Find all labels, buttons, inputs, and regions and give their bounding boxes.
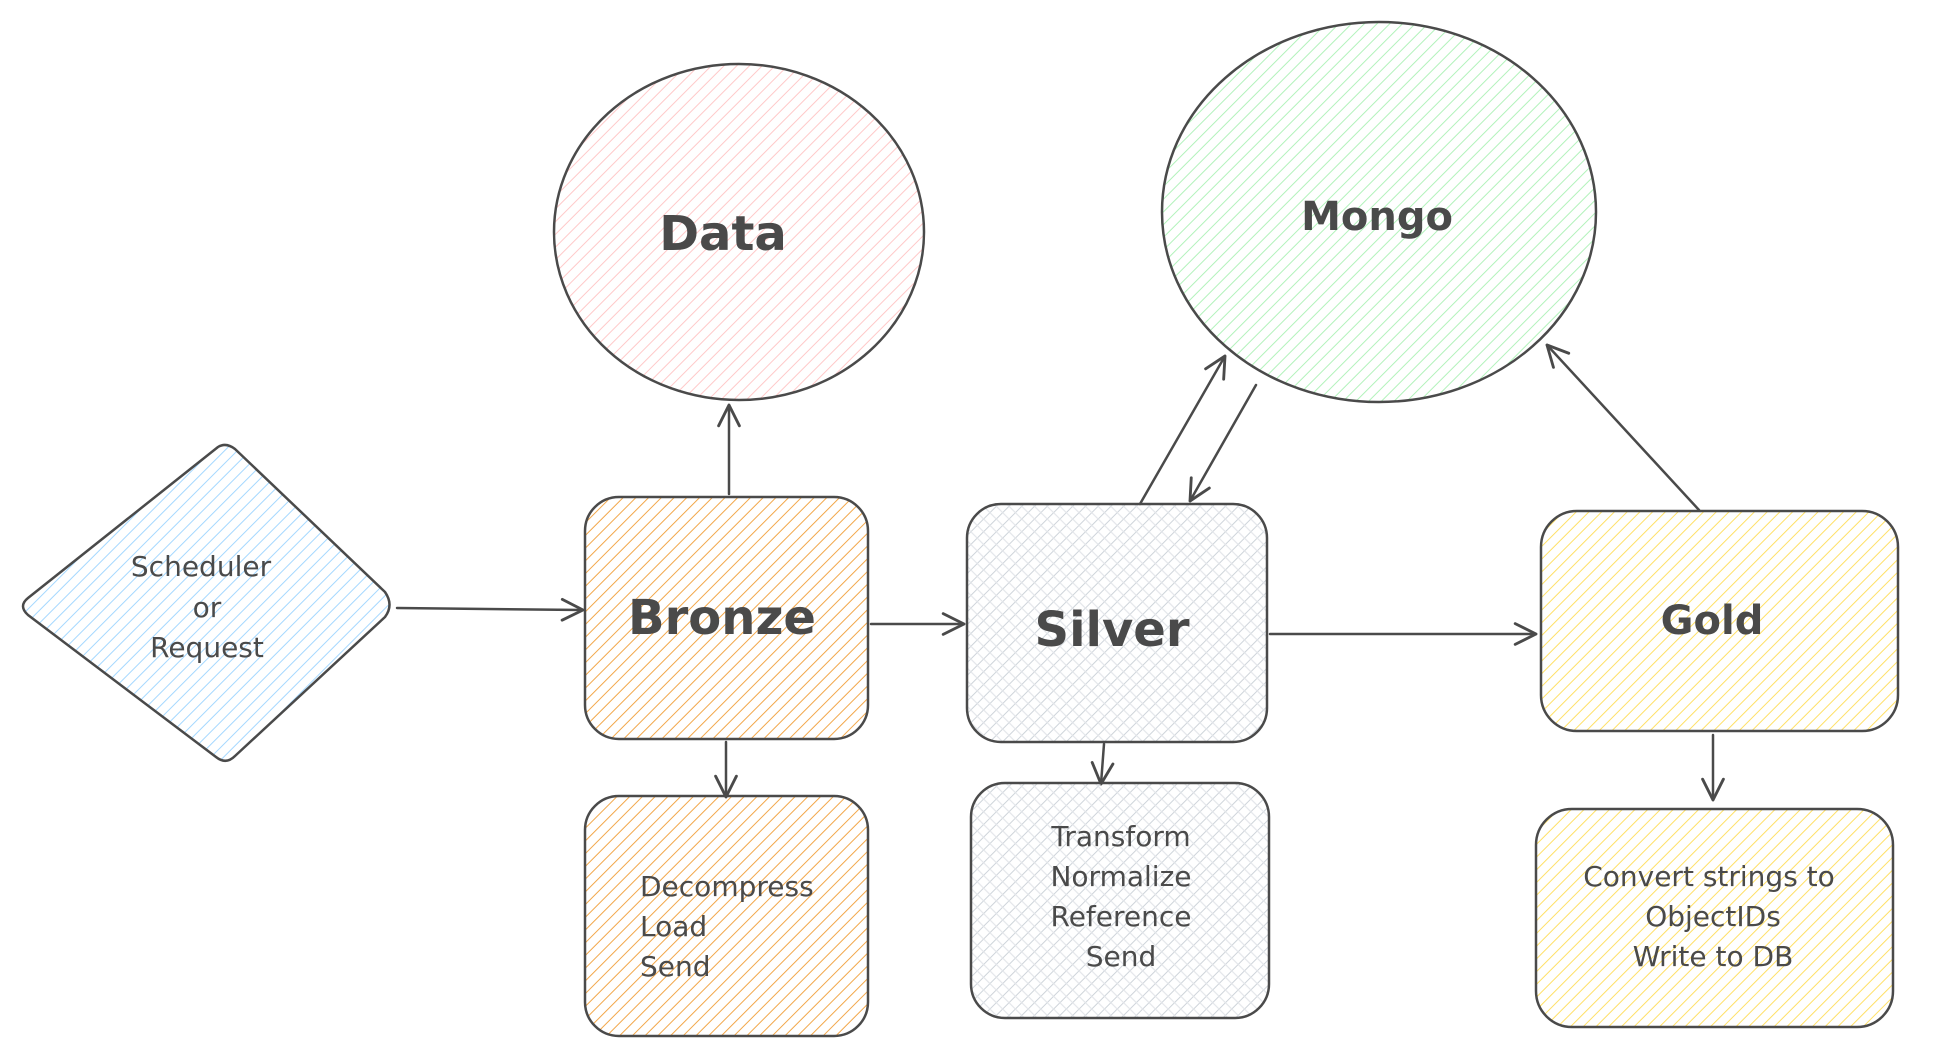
data-label: Data xyxy=(659,206,787,262)
silver-note-item: Normalize xyxy=(1050,860,1191,893)
trigger-label-line2: or xyxy=(193,591,222,624)
silver-note-item: Send xyxy=(1086,940,1157,973)
silver-label: Silver xyxy=(1035,602,1190,658)
connectors xyxy=(395,343,1725,802)
data-circle-outline xyxy=(552,62,926,402)
trigger-node[interactable]: Scheduler or Request xyxy=(21,443,391,762)
bronze-note-item: Decompress xyxy=(640,870,814,903)
bronze-node[interactable]: Bronze xyxy=(583,495,870,741)
arrow-gold-to-mongo xyxy=(1545,343,1701,512)
bronze-note-item: Load xyxy=(640,910,707,943)
silver-note-item: Transform xyxy=(1050,820,1190,853)
trigger-diamond-outline xyxy=(21,443,391,762)
arrow-mongo-to-silver xyxy=(1188,383,1258,503)
mongo-circle-shape xyxy=(1162,22,1596,402)
trigger-diamond-shape xyxy=(23,444,390,761)
silver-notes-shape xyxy=(971,783,1269,1018)
mongo-label: Mongo xyxy=(1301,194,1453,240)
bronze-notes-shape xyxy=(585,796,868,1036)
silver-node[interactable]: Silver xyxy=(965,502,1269,744)
data-node[interactable]: Data xyxy=(552,62,926,402)
arrow-silver-to-notes xyxy=(1090,742,1115,786)
silver-box-shape xyxy=(967,504,1267,742)
silver-notes: Transform Normalize Reference Send xyxy=(969,781,1271,1020)
silver-box-outline xyxy=(965,502,1269,744)
data-circle-shape xyxy=(554,64,924,400)
gold-box-shape xyxy=(1541,511,1898,731)
bronze-note-item: Send xyxy=(640,950,711,983)
bronze-notes: Decompress Load Send xyxy=(583,794,870,1038)
bronze-box-shape xyxy=(585,497,868,739)
arrow-trigger-to-bronze xyxy=(395,597,585,622)
gold-notes: Convert strings to ObjectIDs Write to DB xyxy=(1534,807,1895,1029)
gold-note-item: Write to DB xyxy=(1633,940,1794,973)
gold-label: Gold xyxy=(1661,598,1764,644)
trigger-label-line1: Scheduler xyxy=(131,550,272,583)
gold-note-item: ObjectIDs xyxy=(1645,900,1781,933)
mongo-circle-outline xyxy=(1160,20,1598,404)
gold-notes-shape xyxy=(1536,809,1893,1027)
arrow-silver-to-mongo xyxy=(1138,354,1227,506)
bronze-box-outline xyxy=(583,495,870,741)
silver-notes-outline xyxy=(969,781,1271,1020)
gold-note-item: Convert strings to xyxy=(1583,860,1835,893)
bronze-notes-outline xyxy=(583,794,870,1038)
mongo-node[interactable]: Mongo xyxy=(1160,20,1598,404)
gold-node[interactable]: Gold xyxy=(1539,509,1900,733)
gold-notes-outline xyxy=(1534,807,1895,1029)
gold-box-outline xyxy=(1539,509,1900,733)
trigger-label-line3: Request xyxy=(150,631,264,664)
silver-note-item: Reference xyxy=(1051,900,1192,933)
bronze-label: Bronze xyxy=(628,590,816,646)
